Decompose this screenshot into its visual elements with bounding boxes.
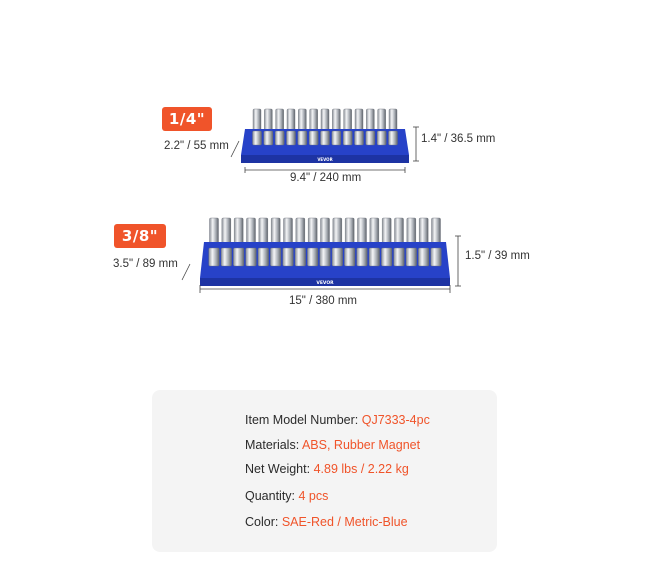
socket <box>209 217 219 247</box>
socket <box>263 130 274 146</box>
socket <box>365 130 376 146</box>
socket <box>368 247 380 267</box>
brand-logo: VEVOR <box>317 157 332 162</box>
spec-value: 4.89 lbs / 2.22 kg <box>313 462 409 476</box>
socket <box>418 217 429 247</box>
socket <box>356 247 368 267</box>
spec-label: Net Weight: <box>245 462 314 476</box>
spec-value: SAE-Red / Metric-Blue <box>281 515 408 529</box>
socket <box>377 108 386 132</box>
spec-label: Materials: <box>245 438 302 452</box>
socket <box>320 217 330 247</box>
socket <box>344 217 355 247</box>
socket <box>294 247 306 267</box>
three-eighths-width-label: 15" / 380 mm <box>289 295 358 307</box>
socket <box>344 247 356 267</box>
spec-row-model: Item Model Number: QJ7333-4pc <box>245 413 430 427</box>
quarter-height-label: 1.4" / 36.5 mm <box>421 133 496 145</box>
socket <box>245 247 257 267</box>
spec-label: Item Model Number: <box>245 413 362 427</box>
socket <box>320 130 330 146</box>
socket <box>270 247 282 267</box>
socket <box>381 247 393 267</box>
socket <box>233 247 245 267</box>
socket <box>331 247 343 267</box>
socket <box>354 130 364 146</box>
socket <box>369 217 380 247</box>
socket <box>274 130 285 146</box>
socket <box>406 217 417 247</box>
spec-row-materials: Materials: ABS, Rubber Magnet <box>245 438 420 452</box>
socket <box>430 247 442 267</box>
socket <box>366 108 375 132</box>
socket <box>220 247 232 267</box>
socket <box>282 247 294 267</box>
socket <box>270 217 281 247</box>
size-badge-three-eighths: 3/8" <box>114 224 166 248</box>
socket <box>354 108 364 132</box>
socket <box>331 130 342 146</box>
socket <box>208 247 220 267</box>
socket <box>246 217 256 247</box>
spec-value: 4 pcs <box>298 489 329 503</box>
spec-card: Item Model Number: QJ7333-4pc Materials:… <box>152 390 497 552</box>
three-eighths-height-label: 1.5" / 39 mm <box>465 250 530 262</box>
socket <box>343 108 352 132</box>
socket <box>393 247 405 267</box>
spec-row-quantity: Quantity: 4 pcs <box>245 489 328 503</box>
socket <box>283 217 293 247</box>
socket <box>405 247 417 267</box>
socket <box>297 130 308 146</box>
socket <box>309 108 318 132</box>
socket <box>319 247 331 267</box>
socket <box>233 217 244 247</box>
socket <box>320 108 330 132</box>
socket <box>298 108 307 132</box>
socket <box>252 108 262 132</box>
socket <box>295 217 306 247</box>
socket <box>388 130 398 146</box>
socket <box>332 217 343 247</box>
socket <box>286 108 296 132</box>
socket <box>307 247 319 267</box>
socket <box>332 108 341 132</box>
socket <box>286 130 296 146</box>
socket <box>376 130 387 146</box>
socket <box>307 217 318 247</box>
quarter-width-label: 9.4" / 240 mm <box>290 172 362 184</box>
socket <box>431 217 441 247</box>
socket <box>258 217 269 247</box>
socket <box>257 247 269 267</box>
socket <box>252 130 262 146</box>
spec-row-color: Color: SAE-Red / Metric-Blue <box>245 515 408 529</box>
spec-value: ABS, Rubber Magnet <box>301 438 421 452</box>
socket <box>388 108 398 132</box>
socket <box>342 130 353 146</box>
spec-value: QJ7333-4pc <box>361 413 430 427</box>
socket <box>418 247 430 267</box>
socket <box>381 217 392 247</box>
size-badge-quarter: 1/4" <box>162 107 212 131</box>
socket <box>357 217 367 247</box>
spec-label: Quantity: <box>245 489 299 503</box>
socket <box>275 108 284 132</box>
spec-row-weight: Net Weight: 4.89 lbs / 2.22 kg <box>245 462 409 476</box>
spec-label: Color: <box>245 515 282 529</box>
socket <box>394 217 404 247</box>
three-eighths-depth-label: 3.5" / 89 mm <box>113 258 178 270</box>
socket <box>221 217 232 247</box>
socket <box>308 130 319 146</box>
quarter-inch-socket-tray: VEVOR <box>230 108 419 173</box>
quarter-depth-label: 2.2" / 55 mm <box>164 140 229 152</box>
three-eighths-inch-socket-tray: VEVOR <box>181 217 461 293</box>
brand-logo: VEVOR <box>316 280 334 286</box>
socket <box>264 108 273 132</box>
